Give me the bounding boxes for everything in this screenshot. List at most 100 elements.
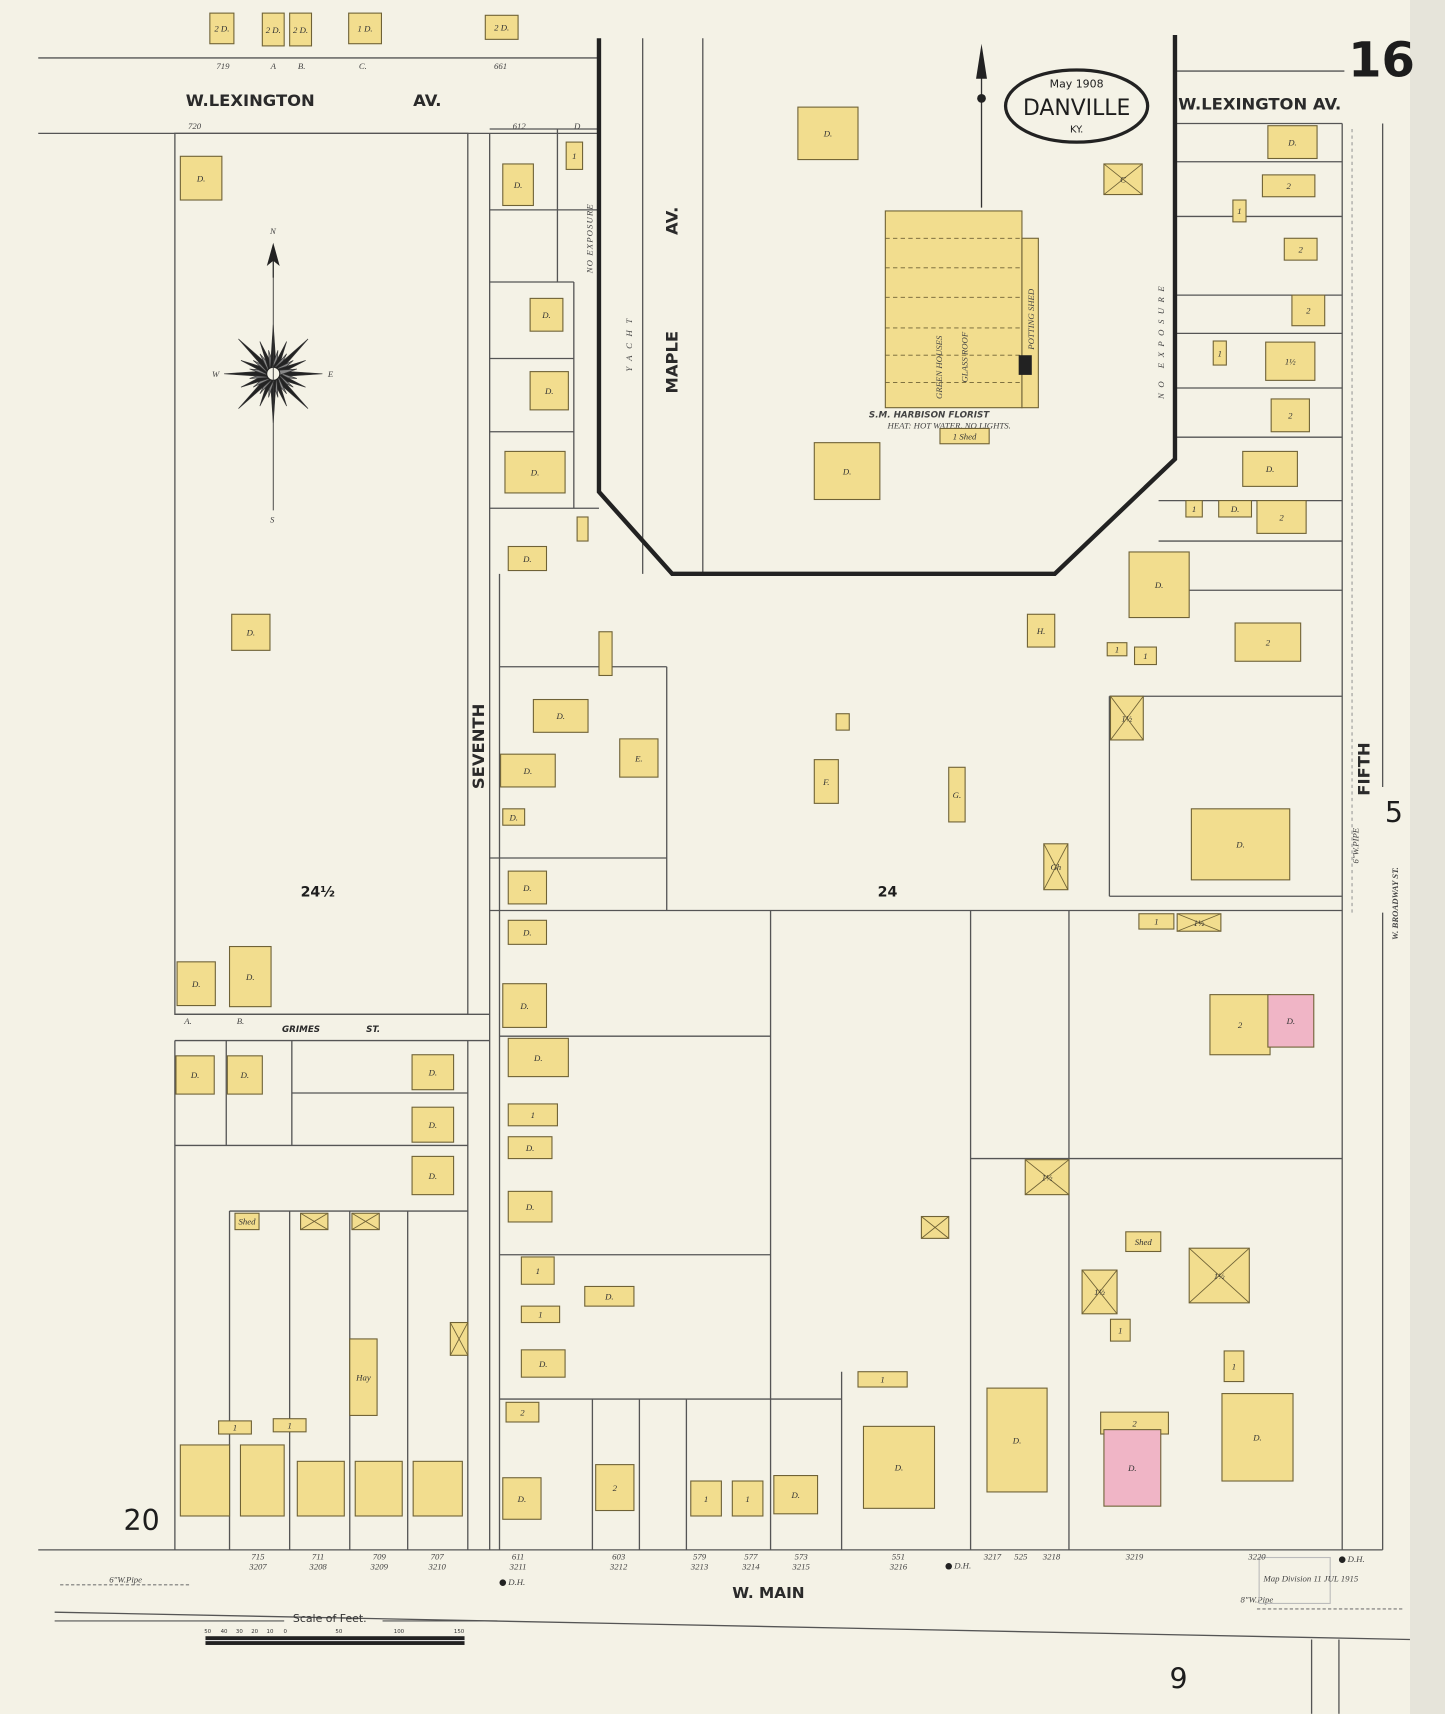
building-label: 1 bbox=[572, 151, 576, 161]
building-label: 2 D. bbox=[293, 25, 308, 35]
glass-roof-label: GLASS ROOF bbox=[959, 331, 969, 382]
address-label: 3212 bbox=[609, 1562, 628, 1572]
yacht-label: YACHT bbox=[624, 312, 634, 371]
building-label: D. bbox=[196, 173, 206, 183]
adjoining-sheet-left[interactable]: 20 bbox=[124, 1504, 160, 1537]
florist-lot-boundary bbox=[596, 34, 1178, 577]
address-label: 711 bbox=[312, 1552, 324, 1562]
building bbox=[598, 631, 613, 677]
building: D. bbox=[507, 1136, 553, 1160]
building-label: D. bbox=[525, 1202, 535, 1212]
address-label: 3215 bbox=[791, 1562, 810, 1572]
fleur-de-lis-icon bbox=[266, 242, 280, 278]
street-w-lexington-right: W.LEXINGTON AV. bbox=[1178, 94, 1341, 113]
building: 1 bbox=[690, 1480, 722, 1517]
water-pipe-label: 6"W.PIPE bbox=[1351, 827, 1361, 863]
building-label: 1 bbox=[1154, 917, 1158, 927]
building: D. bbox=[507, 870, 548, 905]
building bbox=[920, 1215, 950, 1239]
address-label: 3207 bbox=[248, 1562, 267, 1572]
building: D. bbox=[502, 163, 534, 207]
hydrant-icon bbox=[977, 93, 986, 103]
address-label: 603 bbox=[612, 1552, 626, 1562]
building-label: D. bbox=[523, 766, 533, 776]
building: D. bbox=[813, 442, 881, 501]
building: D. bbox=[231, 613, 271, 651]
building: D. bbox=[1190, 808, 1291, 881]
compass-rose: N S E W bbox=[212, 226, 334, 525]
compass-n: N bbox=[269, 226, 277, 236]
building bbox=[354, 1460, 403, 1517]
building-label: 1 bbox=[1118, 1325, 1122, 1335]
building-label: 1 bbox=[1218, 348, 1222, 358]
building: 2 D. bbox=[484, 14, 519, 40]
building-label: D. bbox=[1265, 464, 1275, 474]
building: D. bbox=[411, 1106, 455, 1143]
building-label: 1 bbox=[880, 1375, 884, 1385]
scale-tick-label: 50 bbox=[335, 1629, 342, 1635]
address-label: B. bbox=[298, 61, 306, 71]
street-w-broadway: W. BROADWAY ST. bbox=[1390, 867, 1400, 940]
building-label: F. bbox=[822, 777, 829, 787]
water-pipe-label: 6"W.Pipe bbox=[109, 1575, 142, 1585]
building-label: D. bbox=[533, 1053, 543, 1063]
building-label: D. bbox=[1127, 1463, 1137, 1473]
building bbox=[412, 1460, 463, 1517]
north-arrow-icon bbox=[976, 43, 987, 79]
building: 2 bbox=[1234, 622, 1302, 662]
building-label: 1 bbox=[745, 1494, 749, 1504]
hydrant-icon bbox=[499, 1579, 507, 1586]
building-label: 2 bbox=[1286, 181, 1291, 191]
scale-tick-label: 150 bbox=[454, 1629, 465, 1635]
building-label: D. bbox=[1012, 1435, 1022, 1445]
address-label: 611 bbox=[512, 1552, 524, 1562]
adjoining-sheet-bottom[interactable]: 9 bbox=[1170, 1663, 1188, 1696]
building: 1 Shed bbox=[939, 427, 990, 445]
compass-s: S bbox=[270, 514, 275, 524]
state-name: KY. bbox=[1070, 124, 1083, 135]
address-label: A. bbox=[183, 1016, 192, 1026]
building-label: 1½ bbox=[1094, 1287, 1105, 1297]
street-grimes: GRIMES bbox=[282, 1025, 320, 1035]
building-label: Shed bbox=[239, 1217, 257, 1227]
building-label: H. bbox=[1036, 626, 1046, 636]
building: D. bbox=[502, 983, 548, 1028]
building: D. bbox=[773, 1475, 819, 1515]
scale-tick-label: 10 bbox=[266, 1629, 273, 1635]
building-label: 1 bbox=[531, 1110, 535, 1120]
address-label: 3211 bbox=[509, 1562, 527, 1572]
building-label: D. bbox=[245, 972, 255, 982]
building-label: D. bbox=[522, 554, 532, 564]
street-maple-av: AV. bbox=[663, 207, 682, 235]
florist-note: HEAT: HOT WATER, NO LIGHTS. bbox=[887, 420, 1011, 430]
building: D. bbox=[1267, 994, 1315, 1048]
adjoining-sheet-right[interactable]: 5 bbox=[1385, 796, 1403, 829]
building-label: D. bbox=[246, 628, 256, 638]
hydrant-label: D.H. bbox=[953, 1560, 971, 1570]
address-label: 715 bbox=[251, 1552, 265, 1562]
building-label: D. bbox=[790, 1490, 800, 1500]
building: 1½ bbox=[1188, 1247, 1250, 1304]
hydrant-icon bbox=[945, 1562, 953, 1570]
scale-tick-label: 20 bbox=[251, 1629, 258, 1635]
building-label: D. bbox=[240, 1070, 250, 1080]
street-grimes-st: ST. bbox=[366, 1025, 380, 1035]
building-label: C bbox=[1120, 175, 1126, 185]
building: D. bbox=[411, 1155, 455, 1196]
building-label: Shed bbox=[1135, 1237, 1153, 1247]
building: 2 bbox=[1283, 237, 1318, 261]
receipt-stamp: Map Division 11 JUL 1915 bbox=[1258, 1556, 1359, 1604]
scale-tick-label: 30 bbox=[236, 1629, 243, 1635]
no-exposure-label: NO EXPOSURE bbox=[1156, 281, 1166, 400]
building: 2 bbox=[595, 1464, 635, 1512]
building-label: D. bbox=[519, 1001, 529, 1011]
building: Gh bbox=[1043, 843, 1069, 891]
building-label: D. bbox=[508, 812, 518, 822]
building: D. bbox=[175, 1055, 215, 1095]
scale-title: Scale of Feet. bbox=[293, 1612, 367, 1625]
building-label: 1 bbox=[536, 1266, 540, 1276]
compass-w: W bbox=[212, 369, 220, 379]
building-label: 2 bbox=[1266, 637, 1271, 647]
building-label: G. bbox=[953, 790, 961, 800]
building: 1 bbox=[731, 1480, 764, 1517]
